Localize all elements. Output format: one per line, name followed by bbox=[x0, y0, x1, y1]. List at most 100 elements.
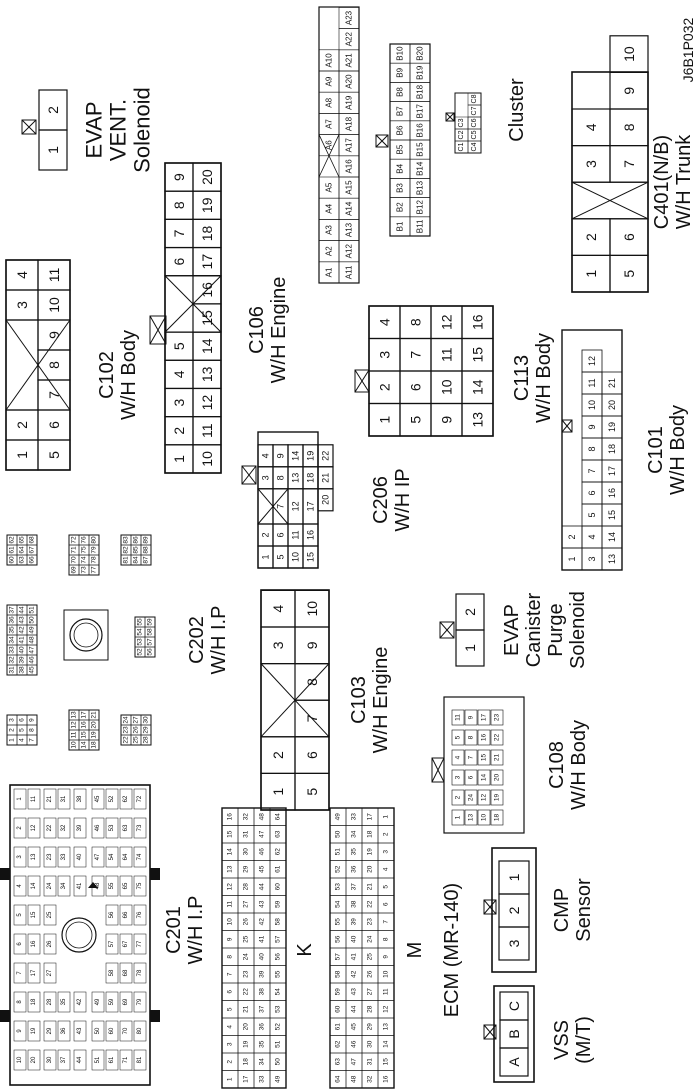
cell bbox=[269, 807, 287, 826]
pin-label: 2 bbox=[506, 906, 522, 914]
tab bbox=[0, 868, 10, 880]
pin-label: 17 bbox=[243, 1075, 250, 1083]
pin-label: 57 bbox=[275, 935, 282, 943]
pin-label: 8 bbox=[171, 201, 187, 209]
pin-label: 46 bbox=[29, 656, 36, 664]
pin-label: 2 bbox=[171, 427, 187, 435]
pin-label: 2 bbox=[377, 383, 393, 391]
cell bbox=[57, 846, 71, 868]
pin-label: 81 bbox=[123, 556, 130, 564]
cell bbox=[477, 809, 491, 826]
pin-label: 73 bbox=[137, 824, 143, 831]
pin-label: 15 bbox=[199, 310, 215, 326]
ecm-k-label: K bbox=[294, 943, 316, 957]
pin-label: 47 bbox=[95, 853, 101, 860]
pin-label: 20 bbox=[243, 1023, 250, 1031]
pin-label: 3 bbox=[587, 556, 597, 561]
pin-label: 6 bbox=[621, 233, 637, 241]
pin-label: 10 bbox=[291, 552, 301, 562]
cell bbox=[43, 846, 57, 868]
pin-label: 12 bbox=[481, 794, 488, 802]
pin-label: 2 bbox=[261, 532, 271, 537]
cell bbox=[13, 817, 27, 839]
pin-label: 81 bbox=[137, 1056, 143, 1063]
pin-label: 1 bbox=[462, 644, 478, 652]
cell bbox=[27, 933, 41, 955]
pin-label: 73 bbox=[81, 566, 88, 574]
pin-label: 7 bbox=[587, 468, 597, 473]
pin-label: 29 bbox=[47, 1027, 53, 1034]
cell bbox=[105, 1049, 119, 1071]
pin-label: 85 bbox=[133, 546, 140, 554]
cell bbox=[133, 1049, 147, 1071]
cell bbox=[477, 709, 491, 726]
pin-label: 33 bbox=[9, 646, 16, 654]
pin-label: 5 bbox=[171, 342, 187, 350]
pin-label: 5 bbox=[46, 451, 62, 459]
pin-label: 39 bbox=[351, 918, 358, 926]
cell bbox=[57, 875, 71, 897]
pin-label: 31 bbox=[61, 795, 67, 802]
pin-label: 24 bbox=[123, 716, 130, 724]
pin-label: 8 bbox=[383, 937, 390, 941]
pin-label: A11 bbox=[345, 265, 354, 279]
label-line: ECM (MR-140) bbox=[441, 883, 463, 1017]
pin-label: 15 bbox=[31, 911, 37, 918]
pin-label: B18 bbox=[416, 84, 425, 99]
cell bbox=[483, 1024, 497, 1040]
pin-label: 7 bbox=[621, 160, 637, 168]
cell bbox=[73, 817, 87, 839]
pin-label: 14 bbox=[227, 848, 234, 856]
cell bbox=[43, 991, 57, 1013]
pin-label: 36 bbox=[259, 1023, 266, 1031]
cell bbox=[91, 846, 105, 868]
pin-label: C5 bbox=[471, 130, 478, 139]
pin-label: 15 bbox=[383, 1058, 390, 1066]
cell bbox=[609, 35, 649, 74]
pin-label: 39 bbox=[19, 656, 26, 664]
cell bbox=[192, 162, 222, 192]
pin-label: 37 bbox=[259, 1005, 266, 1013]
pin-label: 61 bbox=[9, 546, 16, 554]
figure-id-text: J6B1P032 bbox=[680, 17, 696, 82]
pin-label: 15 bbox=[81, 731, 88, 739]
pin-label: 9 bbox=[276, 453, 286, 458]
vss-label: VSS(M/T) bbox=[551, 1016, 595, 1064]
pin-label: 1 bbox=[17, 797, 23, 801]
pin-label: 14 bbox=[31, 882, 37, 889]
pin-label: 89 bbox=[143, 536, 150, 544]
cell bbox=[91, 1049, 105, 1071]
pin-label: 13 bbox=[227, 865, 234, 873]
pin-label: 32 bbox=[61, 824, 67, 831]
cell bbox=[91, 817, 105, 839]
cell bbox=[38, 89, 68, 131]
pin-label: 79 bbox=[137, 998, 143, 1005]
pin-label: 10 bbox=[481, 814, 488, 822]
key-mark bbox=[88, 882, 98, 888]
cell bbox=[133, 904, 147, 926]
cell bbox=[119, 991, 133, 1013]
cell bbox=[490, 729, 504, 746]
cell bbox=[43, 904, 57, 926]
pin-label: 13 bbox=[607, 554, 617, 564]
pin-label: B11 bbox=[416, 219, 425, 233]
pin-label: 10 bbox=[439, 379, 455, 395]
cell bbox=[57, 991, 71, 1013]
pin-label: 38 bbox=[351, 900, 358, 908]
pin-label: 36 bbox=[9, 616, 16, 624]
pin-label: A bbox=[506, 1057, 522, 1067]
tab bbox=[150, 868, 160, 880]
pin-label: 61 bbox=[109, 1056, 115, 1063]
cell bbox=[464, 789, 478, 806]
pin-label: 74 bbox=[81, 556, 88, 564]
pin-label: 79 bbox=[91, 546, 98, 554]
pin-label: 51 bbox=[95, 1056, 101, 1063]
pin-label: 74 bbox=[137, 853, 143, 860]
pin-label: 66 bbox=[123, 911, 129, 918]
pin-label: 13 bbox=[31, 853, 37, 860]
pin-label: 23 bbox=[123, 726, 130, 734]
pin-label: 4 bbox=[171, 370, 187, 378]
pin-label: C7 bbox=[471, 106, 478, 115]
